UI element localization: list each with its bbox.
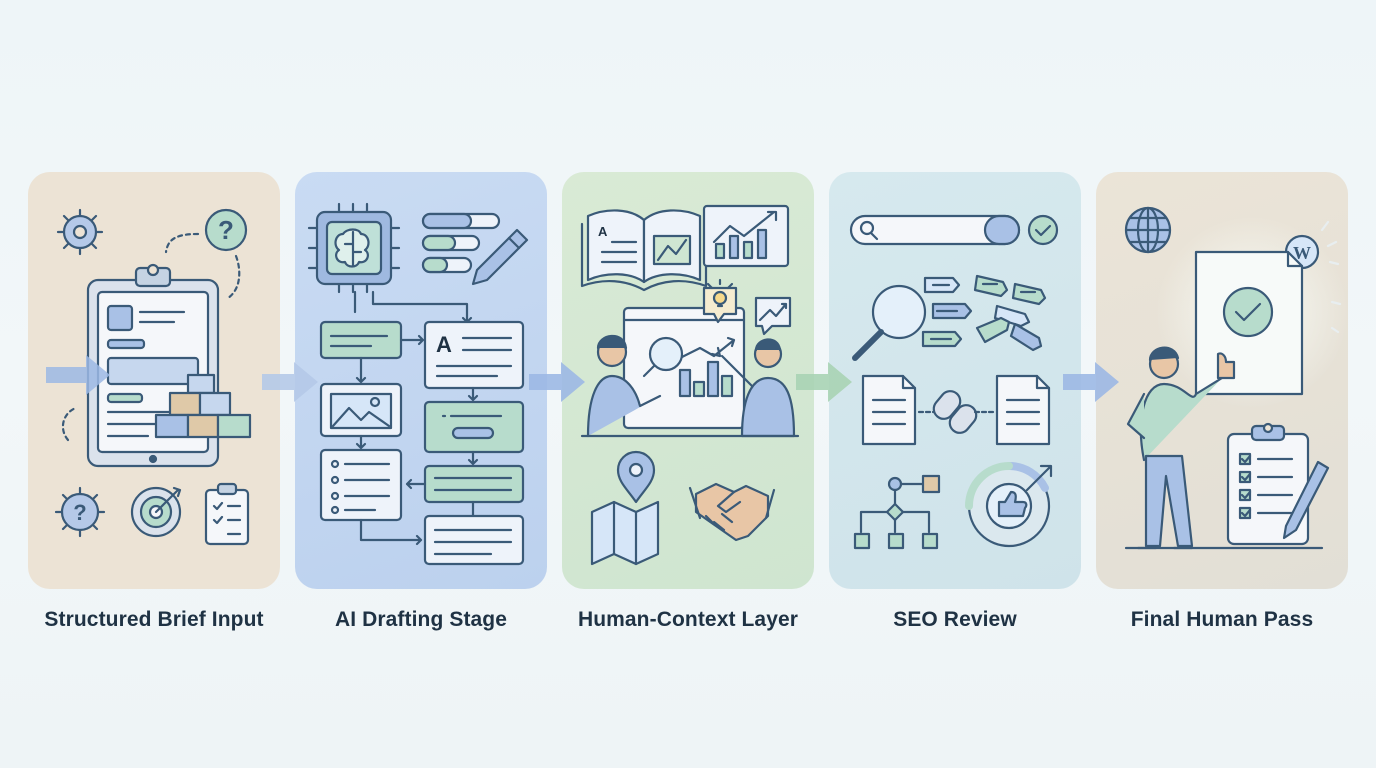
seo-review-illustration	[849, 214, 1059, 550]
human-context-illustration: A	[580, 204, 800, 566]
person-presenter	[710, 338, 796, 438]
structured-brief-illustration: ?	[46, 208, 252, 546]
stage-label-human-context: Human-Context Layer	[577, 608, 799, 631]
person-approver	[1126, 346, 1236, 550]
presentation-screen	[622, 306, 746, 430]
target-icon	[130, 486, 182, 538]
linked-documents-icon	[861, 374, 1051, 446]
list-icon	[319, 448, 403, 522]
stage-panel-ai-drafting: A	[295, 172, 547, 589]
blocks-icon	[154, 373, 252, 439]
flow-arrow-3	[796, 358, 856, 406]
ai-chip-icon	[307, 202, 401, 294]
pen-icon	[471, 228, 529, 286]
globe-icon	[1124, 206, 1172, 254]
stage-label-ai-drafting: AI Drafting Stage	[334, 608, 508, 631]
search-bar-icon	[849, 214, 1059, 246]
book-icon	[580, 209, 708, 292]
map-icon	[590, 450, 660, 566]
stage-label-structured-brief: Structured Brief Input	[44, 608, 264, 631]
trend-bubble-icon	[754, 296, 792, 336]
image-icon	[319, 382, 403, 438]
thumbs-up-gauge-icon	[965, 461, 1053, 548]
flow-arrow-2	[529, 358, 589, 406]
svg-text:?: ?	[73, 500, 86, 525]
lightbulb-icon	[702, 278, 738, 324]
flow-arrow-1	[262, 358, 322, 406]
svg-text:?: ?	[218, 215, 234, 245]
person-analyst	[586, 334, 684, 438]
question-icon: ?	[204, 208, 248, 252]
keyword-tags	[921, 274, 1047, 352]
sitemap-icon	[853, 474, 941, 550]
final-human-pass-illustration: W	[1124, 206, 1348, 550]
checklist-icon	[204, 482, 250, 546]
question-gear-icon: ?	[54, 486, 106, 538]
stage-panel-structured-brief: ?	[28, 172, 280, 589]
handshake-icon	[688, 482, 776, 542]
book-letter: A	[598, 224, 608, 239]
stage-panel-human-context: A	[562, 172, 814, 589]
approved-document-icon	[1194, 250, 1304, 396]
stage-label-seo-review: SEO Review	[893, 608, 1017, 631]
checklist-clipboard-icon	[1226, 422, 1330, 546]
document-icon	[423, 320, 525, 390]
input-arrow-icon	[46, 355, 110, 395]
magnifier-icon	[852, 284, 927, 361]
ai-drafting-illustration: A	[307, 202, 529, 566]
drafting-letter: A	[436, 332, 452, 357]
svg-text:W: W	[1293, 243, 1311, 263]
stage-panel-seo-review	[829, 172, 1081, 589]
flow-arrow-4	[1063, 358, 1123, 406]
stage-label-final-human-pass: Final Human Pass	[1130, 608, 1314, 631]
stage-panel-final-human-pass: W	[1096, 172, 1348, 589]
gear-icon	[56, 208, 104, 256]
tablet-icon	[86, 263, 220, 468]
chart-icon	[702, 204, 790, 268]
